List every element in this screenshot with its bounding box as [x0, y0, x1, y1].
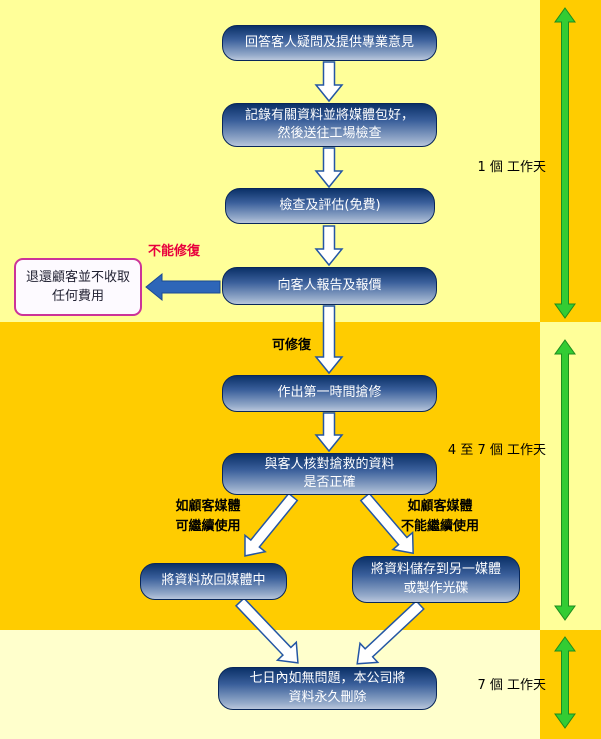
- arrow-converge-right-icon: [356, 599, 425, 665]
- arrow-step3-step4-icon: [314, 225, 344, 267]
- flow-node-immediate-repair: 作出第一時間搶修: [222, 375, 437, 412]
- flow-node-verify-data: 與客人核對搶救的資料 是否正確: [222, 453, 437, 495]
- timeline-label-4-7-working-days: 4 至 7 個 工作天: [447, 443, 546, 458]
- flow-node-answer-questions: 回答客人疑問及提供專業意見: [222, 25, 437, 61]
- arrow-converge-left-icon: [234, 597, 299, 664]
- arrow-step2-step3-icon: [314, 147, 344, 189]
- arrow-branch-left-icon: [244, 492, 299, 557]
- flow-node-save-to-other-media: 將資料儲存到另一媒體 或製作光碟: [352, 556, 520, 603]
- timeline-arrow-2-icon: [554, 339, 576, 621]
- flow-node-report-quote: 向客人報告及報價: [222, 267, 437, 305]
- flow-node-record-and-pack: 記錄有關資料並將媒體包好， 然後送往工場檢查: [222, 103, 437, 147]
- timeline-arrow-3-icon: [554, 636, 576, 729]
- background-band-top-right: [540, 0, 601, 322]
- label-cannot-repair: 不能修復: [148, 244, 201, 259]
- label-branch-media-unusable: 如顧客媒體 不能繼續使用: [400, 499, 479, 535]
- arrow-step4-step5-icon: [314, 305, 344, 375]
- arrow-step1-step2-icon: [314, 61, 344, 103]
- arrow-step5-step6-icon: [314, 412, 344, 453]
- flow-node-refund: 退還顧客並不收取 任何費用: [14, 258, 142, 316]
- timeline-label-7-working-days: 7 個 工作天: [477, 678, 546, 693]
- label-branch-media-usable: 如顧客媒體 可繼續使用: [175, 499, 241, 535]
- label-repairable: 可修復: [272, 338, 312, 353]
- arrow-branch-right-icon: [359, 492, 414, 555]
- background-band-mid-right: [540, 322, 601, 630]
- timeline-label-1-working-day: 1 個 工作天: [477, 160, 546, 175]
- flow-node-delete-after-7-days: 七日內如無問題，本公司將 資料永久刪除: [218, 667, 437, 710]
- flow-node-free-inspection: 檢查及評估(免費): [225, 188, 435, 224]
- flow-node-restore-to-media: 將資料放回媒體中: [140, 563, 287, 600]
- arrow-refund-icon: [145, 272, 221, 302]
- timeline-arrow-1-icon: [554, 7, 576, 319]
